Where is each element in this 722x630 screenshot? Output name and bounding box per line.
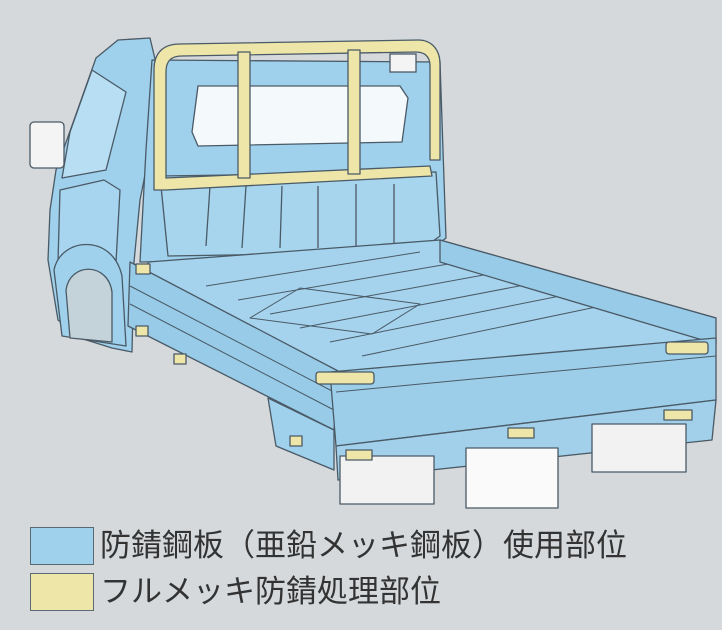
side-mirror: [29, 121, 65, 169]
hinge-8: [289, 435, 303, 447]
hinge-2: [665, 341, 709, 355]
legend-label-galvanized-steel: 防錆鋼板（亜鉛メッキ鋼板）使用部位: [100, 528, 627, 564]
rear-lamp-right: [591, 423, 687, 473]
hinge-6: [663, 409, 693, 421]
legend-label-full-plating: フルメッキ防錆処理部位: [100, 574, 441, 610]
license-plate: [465, 447, 559, 509]
truck-illustration: [29, 37, 717, 509]
legend-swatch-blue: [30, 527, 94, 565]
front-wheel: [65, 268, 113, 343]
hinge-4: [173, 353, 187, 365]
rear-lamp-left: [339, 455, 435, 505]
guard-bar-2: [347, 49, 361, 175]
hinge-3: [135, 263, 151, 275]
guard-bar-1: [237, 51, 251, 179]
hinge-5: [507, 427, 535, 439]
cab-window: [61, 69, 127, 179]
legend-item-full-plating: フルメッキ防錆処理部位: [30, 573, 441, 611]
cab-side-panel: [57, 179, 121, 263]
legend-item-galvanized-steel: 防錆鋼板（亜鉛メッキ鋼板）使用部位: [30, 527, 627, 565]
legend-swatch-yellow: [30, 573, 94, 611]
rear-window: [191, 85, 409, 147]
under-frame: [267, 397, 335, 471]
hinge-7: [345, 449, 373, 461]
rear-work-lamp: [389, 53, 417, 73]
guard-frame: [153, 39, 441, 191]
hinge-1: [315, 371, 375, 385]
hinge-9: [135, 325, 149, 337]
